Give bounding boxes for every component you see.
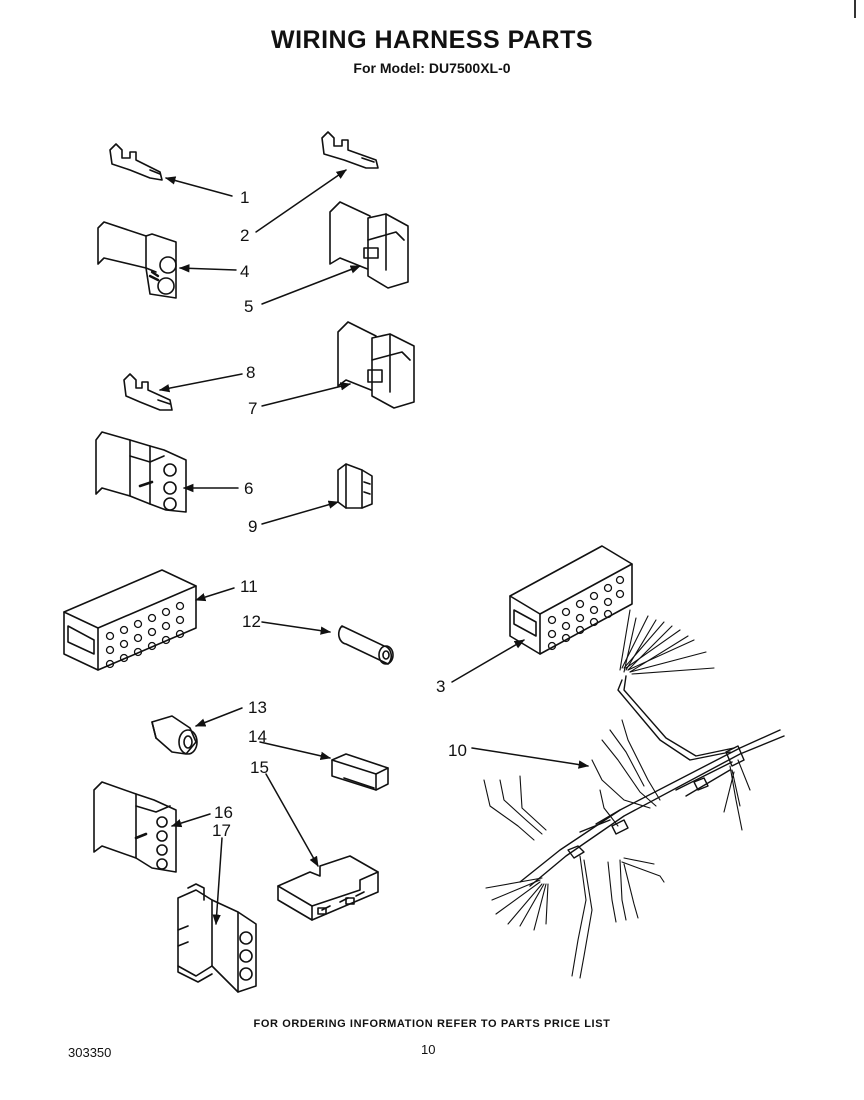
part-17-housing: [177, 883, 257, 993]
part-16-housing: [93, 781, 177, 873]
callout-12: 12: [242, 612, 261, 631]
callout-9: 9: [248, 517, 257, 536]
part-4-housing: [97, 221, 177, 299]
leader-arrows: [158, 169, 590, 926]
callout-3: 3: [436, 677, 445, 696]
page-edge-mark: [854, 0, 856, 18]
part-13-ferrule: [151, 715, 198, 755]
ordering-note: FOR ORDERING INFORMATION REFER TO PARTS …: [253, 1018, 611, 1030]
wire-harness: [483, 609, 785, 979]
part-14-block: [331, 753, 389, 791]
page-number: 10: [421, 1042, 436, 1057]
model-subtitle: For Model: DU7500XL-0: [353, 60, 511, 76]
callout-14: 14: [248, 727, 267, 746]
part-7-housing: [337, 321, 415, 409]
callout-15: 15: [250, 758, 269, 777]
callout-13: 13: [248, 698, 267, 717]
part-3-block: [509, 545, 633, 655]
callout-2: 2: [240, 226, 249, 245]
callout-7: 7: [248, 399, 257, 418]
callout-8: 8: [246, 363, 255, 382]
callout-11: 11: [240, 577, 258, 596]
part-8-terminal: [123, 373, 173, 411]
callout-17: 17: [212, 821, 231, 840]
callout-10: 10: [448, 741, 467, 760]
part-5-housing: [329, 201, 409, 289]
page-title: WIRING HARNESS PARTS: [270, 26, 594, 54]
callout-5: 5: [244, 297, 253, 316]
callout-labels: 1 2 3 4 5 6 7 8 9 10 11 12 13 14 15 16 1…: [212, 188, 467, 840]
part-11-block: [63, 569, 197, 671]
document-number: 303350: [68, 1045, 112, 1060]
part-9-cap: [337, 463, 373, 509]
part-6-housing: [95, 431, 187, 513]
part-2-terminal: [321, 131, 379, 169]
callout-4: 4: [240, 262, 249, 281]
part-1-terminal: [109, 143, 163, 181]
callout-1: 1: [240, 188, 249, 207]
callout-16: 16: [214, 803, 233, 822]
callout-6: 6: [244, 479, 253, 498]
part-15-bracket: [277, 855, 379, 921]
part-12-splice: [337, 625, 394, 665]
